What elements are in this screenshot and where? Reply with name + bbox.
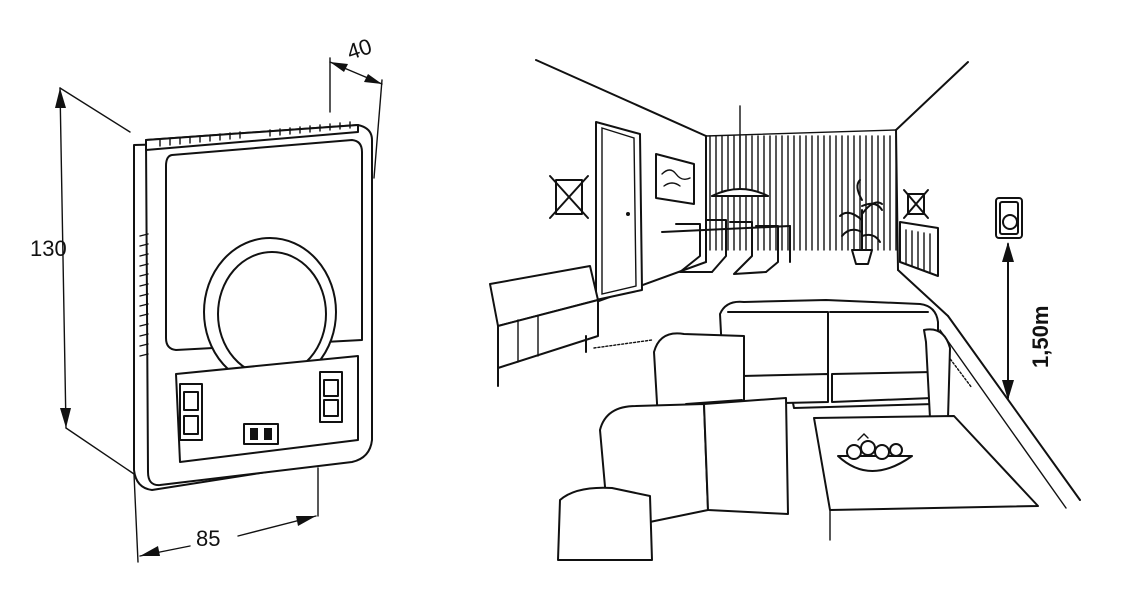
rug bbox=[593, 339, 973, 389]
left-switches bbox=[179, 383, 203, 441]
right-switches bbox=[319, 371, 343, 423]
radiator bbox=[899, 221, 939, 277]
side-vents bbox=[139, 233, 149, 357]
dining-set bbox=[661, 219, 791, 275]
mounted-thermostat-icon bbox=[995, 197, 1023, 239]
door bbox=[595, 121, 643, 301]
height-dimension bbox=[55, 87, 135, 475]
top-vents bbox=[159, 121, 351, 147]
pendant-lamp bbox=[711, 105, 769, 197]
depth-dimension bbox=[329, 57, 383, 179]
width-dimension bbox=[133, 467, 319, 563]
fruit-bowl bbox=[837, 433, 913, 472]
bottom-switch bbox=[243, 423, 279, 445]
height-label: 130 bbox=[30, 236, 67, 261]
mounting-height-dimension bbox=[1002, 242, 1014, 400]
prohibited-position-mark bbox=[549, 175, 589, 219]
coffee-table bbox=[813, 415, 1039, 541]
room-scene: 1,50m bbox=[489, 59, 1081, 561]
sofa bbox=[557, 299, 951, 561]
house-plant bbox=[839, 179, 883, 265]
width-label: 85 bbox=[196, 526, 220, 551]
thermostat-device: 130 bbox=[30, 33, 383, 563]
depth-label: 40 bbox=[344, 33, 375, 64]
sideboard bbox=[489, 265, 599, 387]
mounting-height-label: 1,50m bbox=[1028, 306, 1053, 368]
prohibited-position-mark-radiator bbox=[903, 189, 929, 219]
wall-picture bbox=[655, 153, 695, 205]
